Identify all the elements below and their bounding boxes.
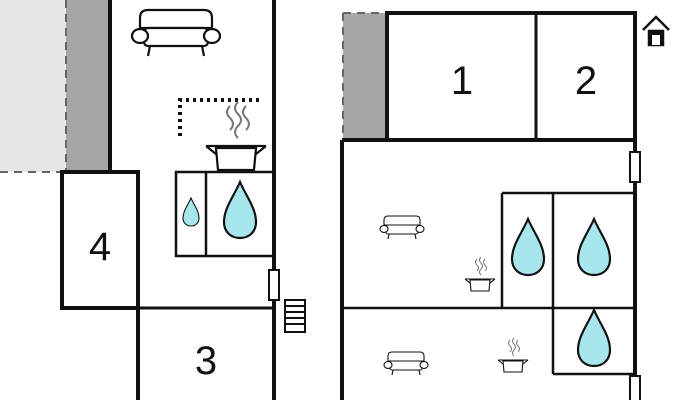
stairs-icon xyxy=(284,299,306,333)
water-drop-icon xyxy=(576,217,612,277)
water-drop-icon xyxy=(576,308,612,368)
cooking-pot-icon xyxy=(464,256,496,292)
sofa-icon xyxy=(379,215,425,240)
dotted-wall xyxy=(178,98,262,136)
room-3-label: 3 xyxy=(195,339,217,383)
left-terrace xyxy=(0,0,110,173)
room-2-label: 2 xyxy=(575,59,597,103)
water-drop-icon xyxy=(222,180,258,240)
window-right-upper xyxy=(629,151,641,183)
left-building-walls xyxy=(60,0,276,400)
water-drop-icon xyxy=(510,217,546,277)
window-right-lower xyxy=(629,375,641,400)
sofa-icon xyxy=(383,351,429,376)
room-1-label: 1 xyxy=(451,59,473,103)
house-icon xyxy=(642,15,670,47)
room-4-label: 4 xyxy=(89,225,111,269)
water-drop-icon xyxy=(182,197,200,227)
right-terrace xyxy=(342,12,387,140)
right-building-walls xyxy=(340,11,637,400)
window-left xyxy=(268,269,280,301)
cooking-pot-icon xyxy=(497,337,529,373)
sofa-icon xyxy=(130,8,222,58)
cooking-pot-icon xyxy=(204,100,268,172)
